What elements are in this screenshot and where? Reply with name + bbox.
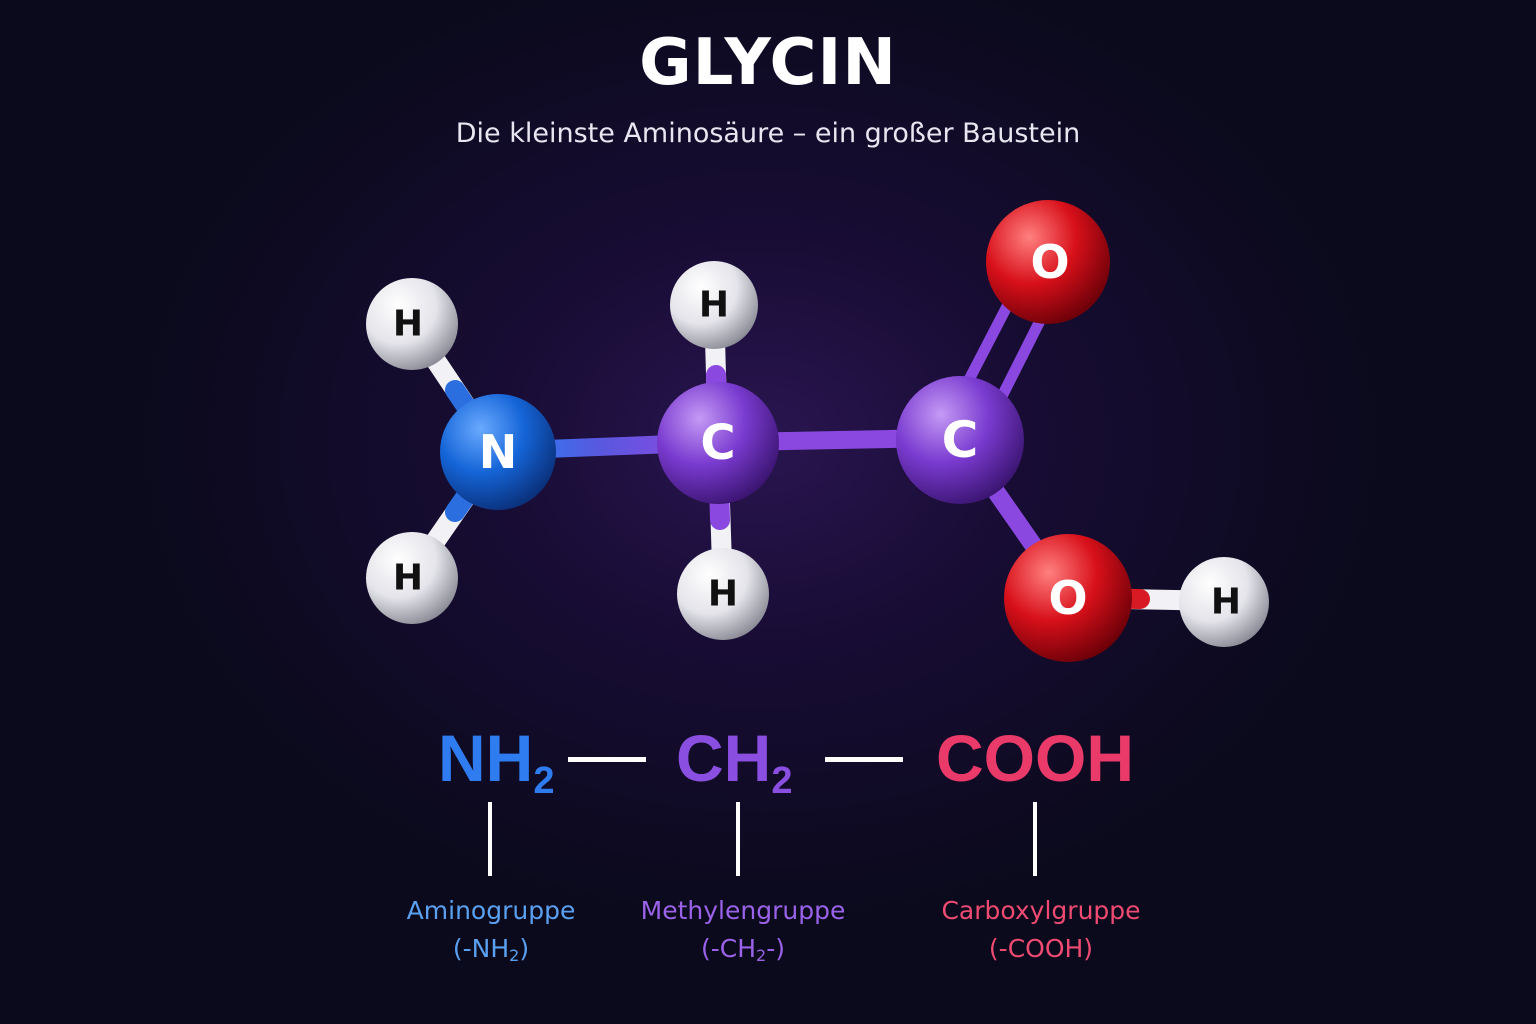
carbon-sphere <box>657 382 779 504</box>
nitrogen-sphere <box>440 394 556 510</box>
atom-symbol: H <box>1211 582 1241 623</box>
atom-symbol: C <box>942 411 979 469</box>
group-formula-methylene: (-CH2-) <box>613 930 873 968</box>
atom-symbol: C <box>700 415 735 471</box>
connector-methylene <box>736 802 740 876</box>
atom-n: N <box>440 394 556 510</box>
atom-h-amino-top: H <box>366 278 458 370</box>
formula-carboxyl-main: COOH <box>936 721 1134 795</box>
group-name-amino: Aminogruppe <box>406 896 576 925</box>
atom-h-ch2-bottom: H <box>677 548 769 640</box>
formula-methylene-sub: 2 <box>771 760 793 802</box>
hydrogen-sphere <box>366 532 458 624</box>
oxygen-sphere <box>1004 534 1132 662</box>
hydrogen-sphere <box>1179 557 1269 647</box>
page-title: GLYCIN <box>639 26 897 100</box>
atom-o-double: O <box>986 200 1110 324</box>
hydrogen-sphere <box>677 548 769 640</box>
atom-c-carboxyl: C <box>896 376 1024 504</box>
oxygen-sphere <box>986 200 1110 324</box>
formula-methylene-main: CH <box>676 721 772 795</box>
formula-amino: NH2 <box>438 718 554 800</box>
group-formula-amino-post: ) <box>519 934 530 963</box>
group-formula-methylene-sub: 2 <box>756 946 767 965</box>
formula-bond-dash <box>825 757 903 762</box>
formula-bond-dash <box>568 757 646 762</box>
atom-h-hydroxyl: H <box>1179 557 1269 647</box>
formula-methylene: CH2 <box>676 718 792 800</box>
formula-carboxyl: COOH <box>936 718 1134 798</box>
atom-o-hydroxyl: O <box>1004 534 1132 662</box>
group-label-methylene: Methylengruppe (-CH2-) <box>613 892 873 968</box>
formula-amino-main: NH <box>438 721 534 795</box>
atom-symbol: O <box>1030 235 1069 289</box>
hydrogen-sphere <box>366 278 458 370</box>
group-formula-amino-pre: (-NH <box>452 934 510 963</box>
atom-h-ch2-top: H <box>670 261 758 349</box>
atom-symbol: H <box>699 285 729 326</box>
group-formula-methylene-post: -) <box>766 934 785 963</box>
atom-symbol: H <box>708 574 738 615</box>
group-formula-amino: (-NH2) <box>361 930 621 968</box>
group-formula-amino-sub: 2 <box>509 946 520 965</box>
connector-amino <box>488 802 492 876</box>
atom-symbol: H <box>393 304 423 345</box>
group-label-amino: Aminogruppe (-NH2) <box>361 892 621 968</box>
group-formula-carboxyl: (-COOH) <box>988 934 1094 963</box>
group-formula-methylene-pre: (-CH <box>701 934 757 963</box>
group-name-methylene: Methylengruppe <box>640 896 846 925</box>
atom-h-amino-bottom: H <box>366 532 458 624</box>
connector-carboxyl <box>1033 802 1037 876</box>
hydrogen-sphere <box>670 261 758 349</box>
formula-amino-sub: 2 <box>533 760 555 802</box>
atom-symbol: H <box>393 558 423 599</box>
page-subtitle: Die kleinste Aminosäure – ein großer Bau… <box>455 118 1081 149</box>
atom-symbol: N <box>479 425 518 479</box>
group-label-carboxyl: Carboxylgruppe (-COOH) <box>911 892 1171 968</box>
group-name-carboxyl: Carboxylgruppe <box>941 896 1141 925</box>
carbon-sphere <box>896 376 1024 504</box>
atom-c-methylene: C <box>657 382 779 504</box>
atom-symbol: O <box>1048 571 1087 625</box>
